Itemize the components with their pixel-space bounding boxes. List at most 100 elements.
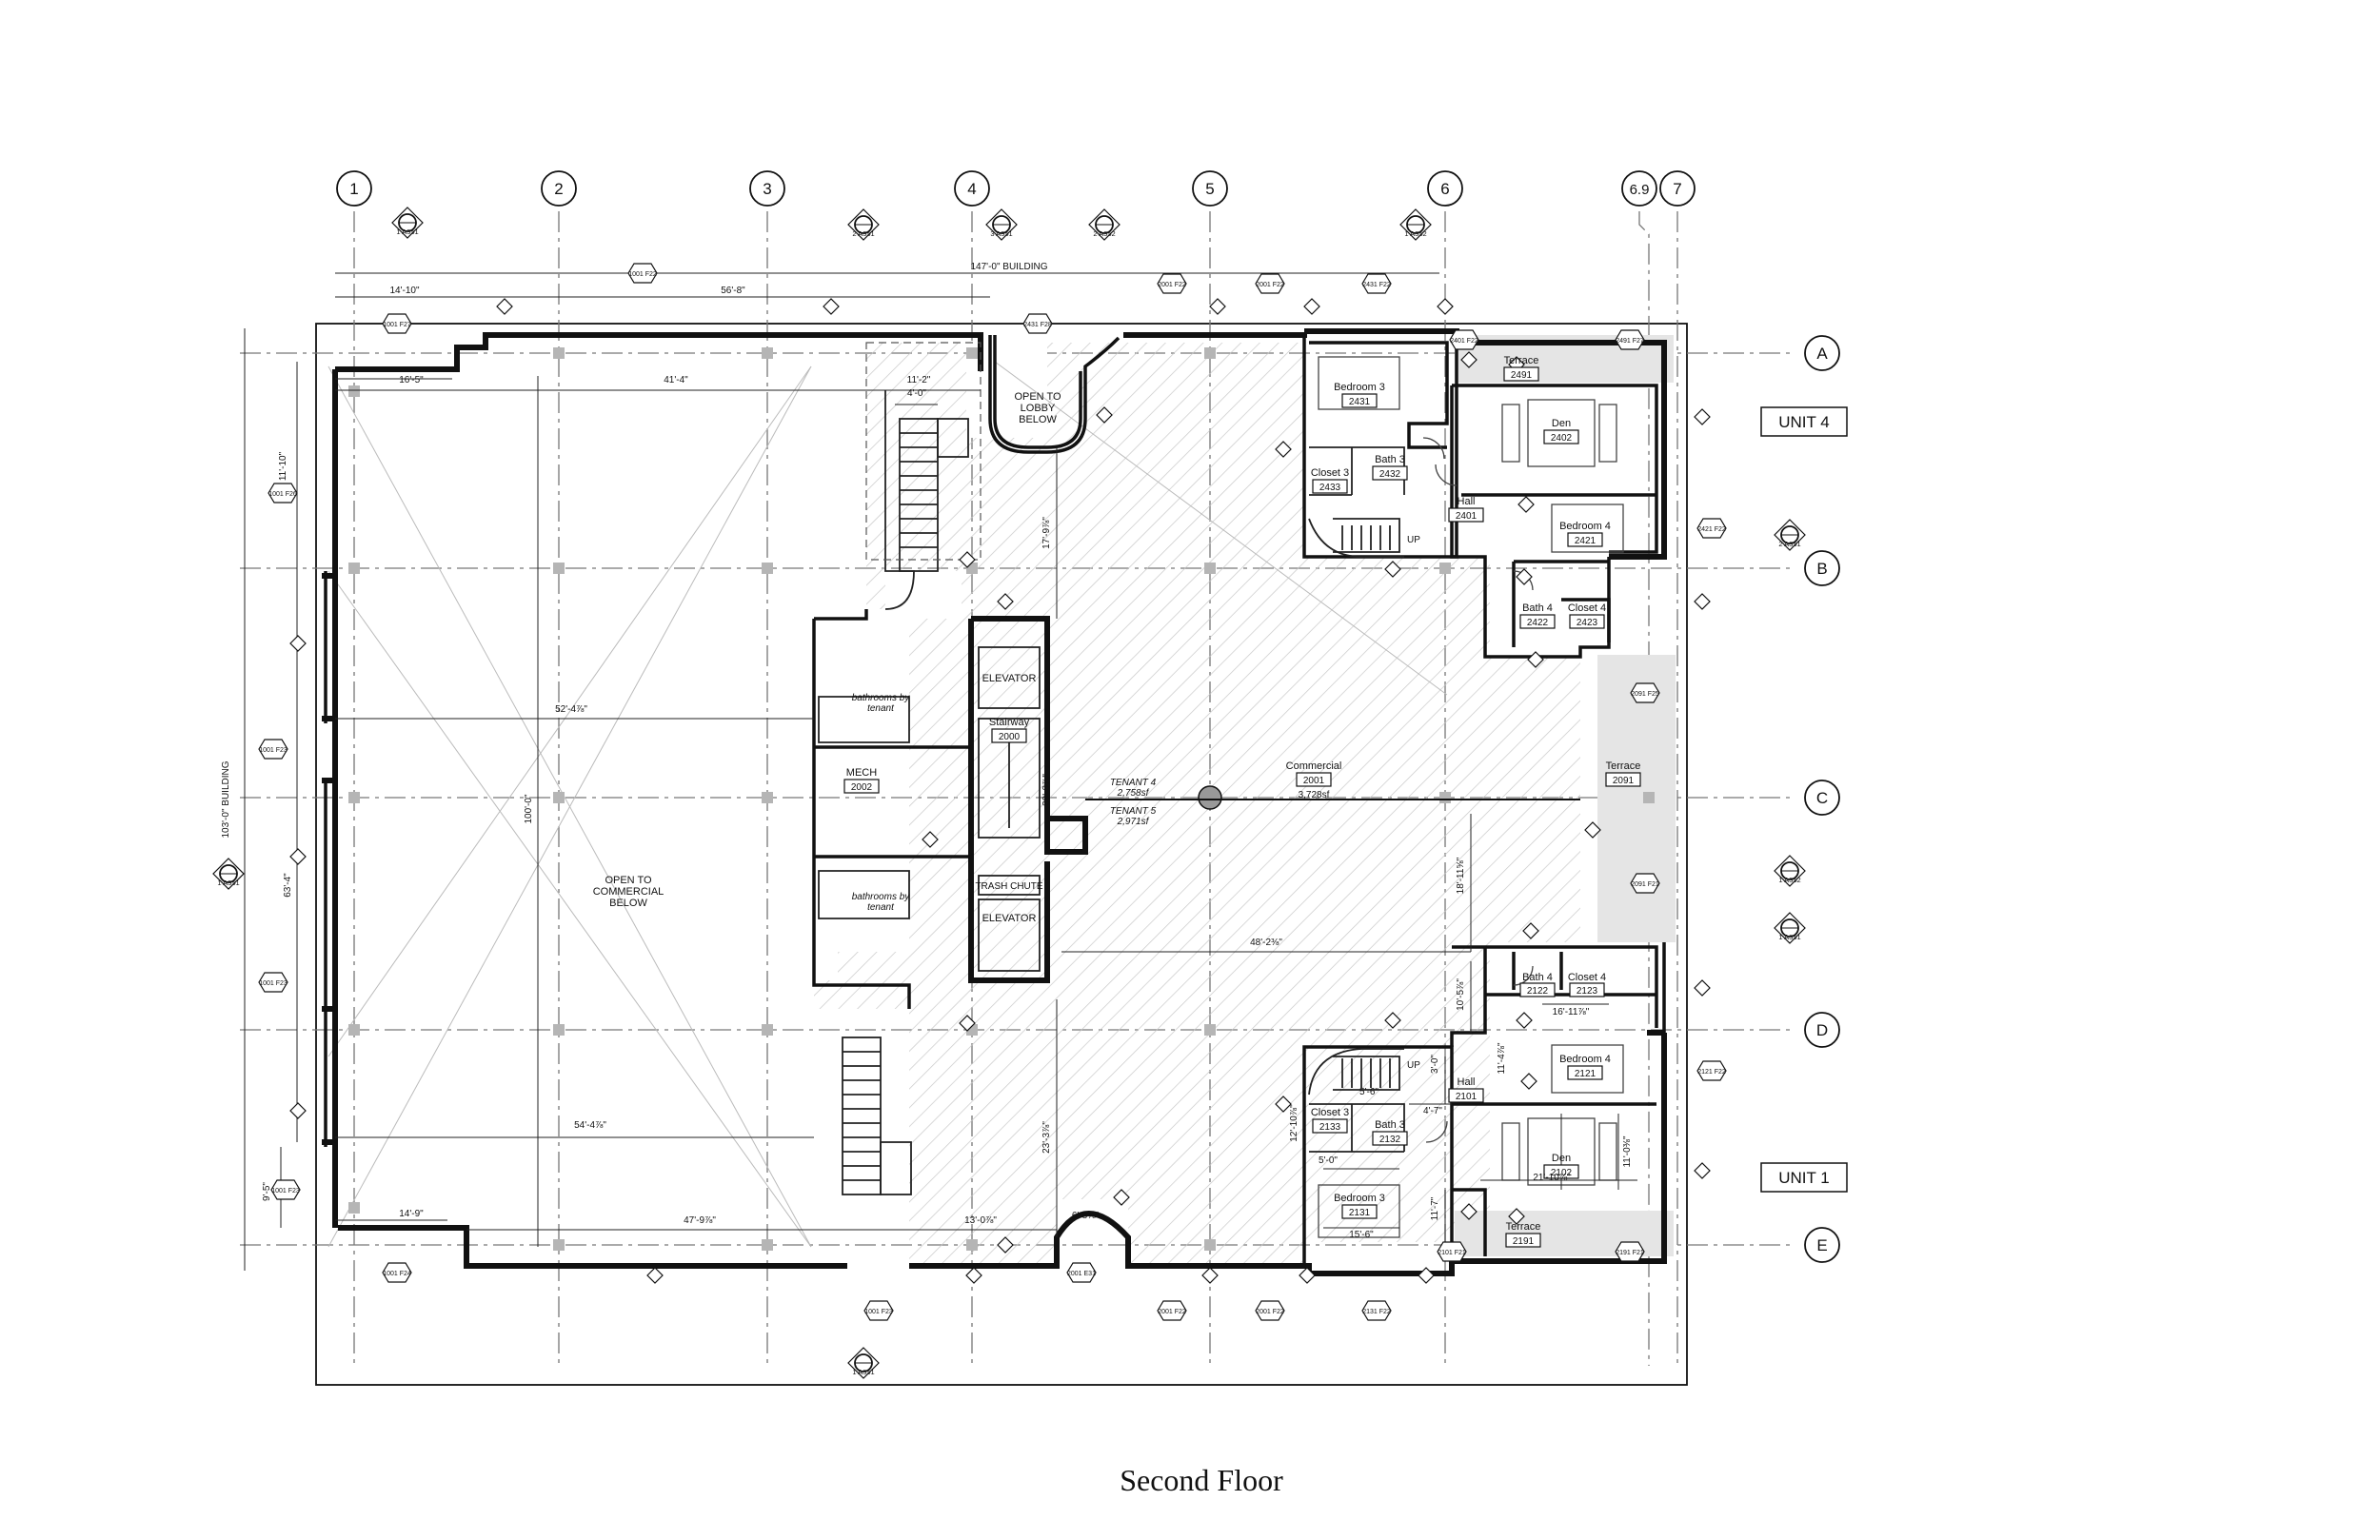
dimension-label: 16'-11⅞" [1553,1007,1590,1017]
grid-label-col: 2 [554,180,563,198]
dimension-label: 5'-0" [1319,1155,1338,1166]
room-name: Bath 4 [1522,972,1553,983]
dimension-labels: 147'-0" BUILDING 14'-10" 56'-8" 16'-5" 4… [221,262,1633,1240]
dimension-label: 23'-3⅞" [1041,1121,1052,1154]
room-name: ELEVATOR [982,913,1037,924]
room-name: Bath 4 [1522,602,1553,614]
lobby-opening-wall [988,335,1121,454]
room-name: Bedroom 4 [1559,1054,1611,1065]
tenant-5-area: 2,971sf [1117,817,1150,827]
section-tag: 1 A352 [1778,876,1800,884]
room-name: Closet 4 [1568,972,1606,983]
unit-tag-box [1760,406,1848,437]
section-tag: 1 A351 [1778,933,1800,941]
dimension-label: 11'-2" [907,375,931,385]
room-number: 2433 [1319,483,1341,493]
elevation-tag: 2001 F22 [1158,1309,1186,1315]
grid-label-row: C [1816,789,1828,807]
bathrooms-note: tenant [867,902,895,913]
up-note: UP [1407,1060,1420,1071]
unit-tag-label: UNIT 1 [1778,1169,1830,1187]
elevation-tag: 1001 F24 [383,1271,411,1277]
room-name: Bedroom 3 [1334,382,1385,393]
up-note: UP [1407,535,1420,545]
room-number: 2000 [999,732,1021,742]
dimension-label: 6'-8⅞" [1072,1211,1100,1221]
room-name: Closet 3 [1311,1107,1349,1118]
dimension-label: 14'-9" [399,1209,424,1219]
bathrooms-note: bathrooms by [852,892,911,902]
grid-label-row: E [1816,1236,1827,1254]
section-tag: 1 A352 [1404,229,1426,238]
grid-label-col: 1 [349,180,358,198]
dimension-label: 100'-0" [524,794,534,823]
section-tag: 2 A352 [1093,229,1115,238]
dimension-label: 11'-0⅜" [1622,1135,1633,1168]
elevation-tag: 1001 F23 [271,1188,300,1194]
room-number: 2002 [851,782,873,793]
elevation-tag: 2431 F22 [1362,282,1391,288]
room-number: 2402 [1551,433,1573,444]
section-tag: 1 A351 [217,879,239,887]
dimension-label: 10'-5⅞" [1456,978,1466,1011]
dimension-label: 4'-0" [907,388,926,399]
room-name: Bath 3 [1375,1119,1405,1131]
room-name: Bedroom 4 [1559,521,1611,532]
core-walls [812,390,1088,1009]
section-tag: 1 A351 [852,1368,874,1376]
room-number: 2431 [1349,397,1371,407]
dimension-label: 54'-4⅞" [574,1120,606,1131]
room-number: 2401 [1456,511,1478,522]
room-name: TRASH CHUTE [975,881,1042,892]
dimension-label: 15'-6" [1349,1230,1374,1240]
room-name: Den [1552,418,1571,429]
room-number: 2001 [1303,776,1325,786]
elevation-tag: 2001 F22 [1256,282,1284,288]
dimension-label: 16'-5" [399,375,424,385]
open-void-diagonals [327,361,1448,1248]
elevation-tag: 2101 F21 [1438,1250,1466,1256]
elevation-tag: 1001 F23 [864,1309,893,1315]
open-commercial-note: OPEN TO [605,875,652,886]
dimension-label: 9'-5" [262,1182,272,1201]
section-tag: 2 A351 [1778,540,1800,548]
dimension-label: 41'-4" [664,375,688,385]
room-number: 2121 [1575,1069,1597,1079]
dimension-label: 14'-10" [389,286,419,296]
room-name: Terrace [1506,1221,1541,1233]
unit-tag-label: UNIT 4 [1778,413,1830,431]
structural-columns [348,347,1655,1251]
section-tag: 1 A351 [396,227,418,236]
drawing-title: Second Floor [1120,1463,1283,1497]
grid-label-row: B [1816,560,1827,578]
elevation-tag: 1001 F23 [259,980,288,987]
exterior-walls [322,328,1667,1276]
tenant-5-label: TENANT 5 [1110,806,1157,817]
unit-1-walls [1302,945,1658,1266]
grid-label-col: 4 [967,180,976,198]
overall-depth-label: 103'-0" BUILDING [221,760,231,838]
section-marker-labels: 1 A351 2 A351 3 A351 2 A352 1 A352 2 A35… [217,227,1800,1376]
grid-bubbles [336,170,1840,1263]
unit-tag-box [1760,1162,1848,1193]
room-number: 2423 [1577,618,1598,628]
grid-label-col: 6.9 [1630,182,1650,198]
room-number: 2191 [1513,1236,1535,1247]
dimension-label: 56'-8" [721,286,745,296]
dimension-label: 18'-11⅝" [1456,857,1466,894]
dimension-label: 3'-0" [1430,1055,1440,1074]
elevation-tag: 1001 F26 [268,491,297,498]
open-lobby-note: OPEN TO [1014,391,1061,403]
room-name: Terrace [1504,355,1539,366]
room-labels: Bedroom 3 2431 Terrace 2491 Den 2402 Bat… [843,355,1641,1248]
room-number: 2102 [1551,1168,1573,1178]
room-name: Hall [1458,496,1476,507]
commercial-hatch [814,343,1580,1266]
room-number: 2091 [1613,776,1635,786]
elevation-tags [258,263,1727,1321]
room-name: ELEVATOR [982,673,1037,684]
room-number: 2132 [1379,1135,1401,1145]
dimension-label: 47'-9⅞" [684,1215,716,1226]
grid-label-row: A [1816,345,1828,363]
